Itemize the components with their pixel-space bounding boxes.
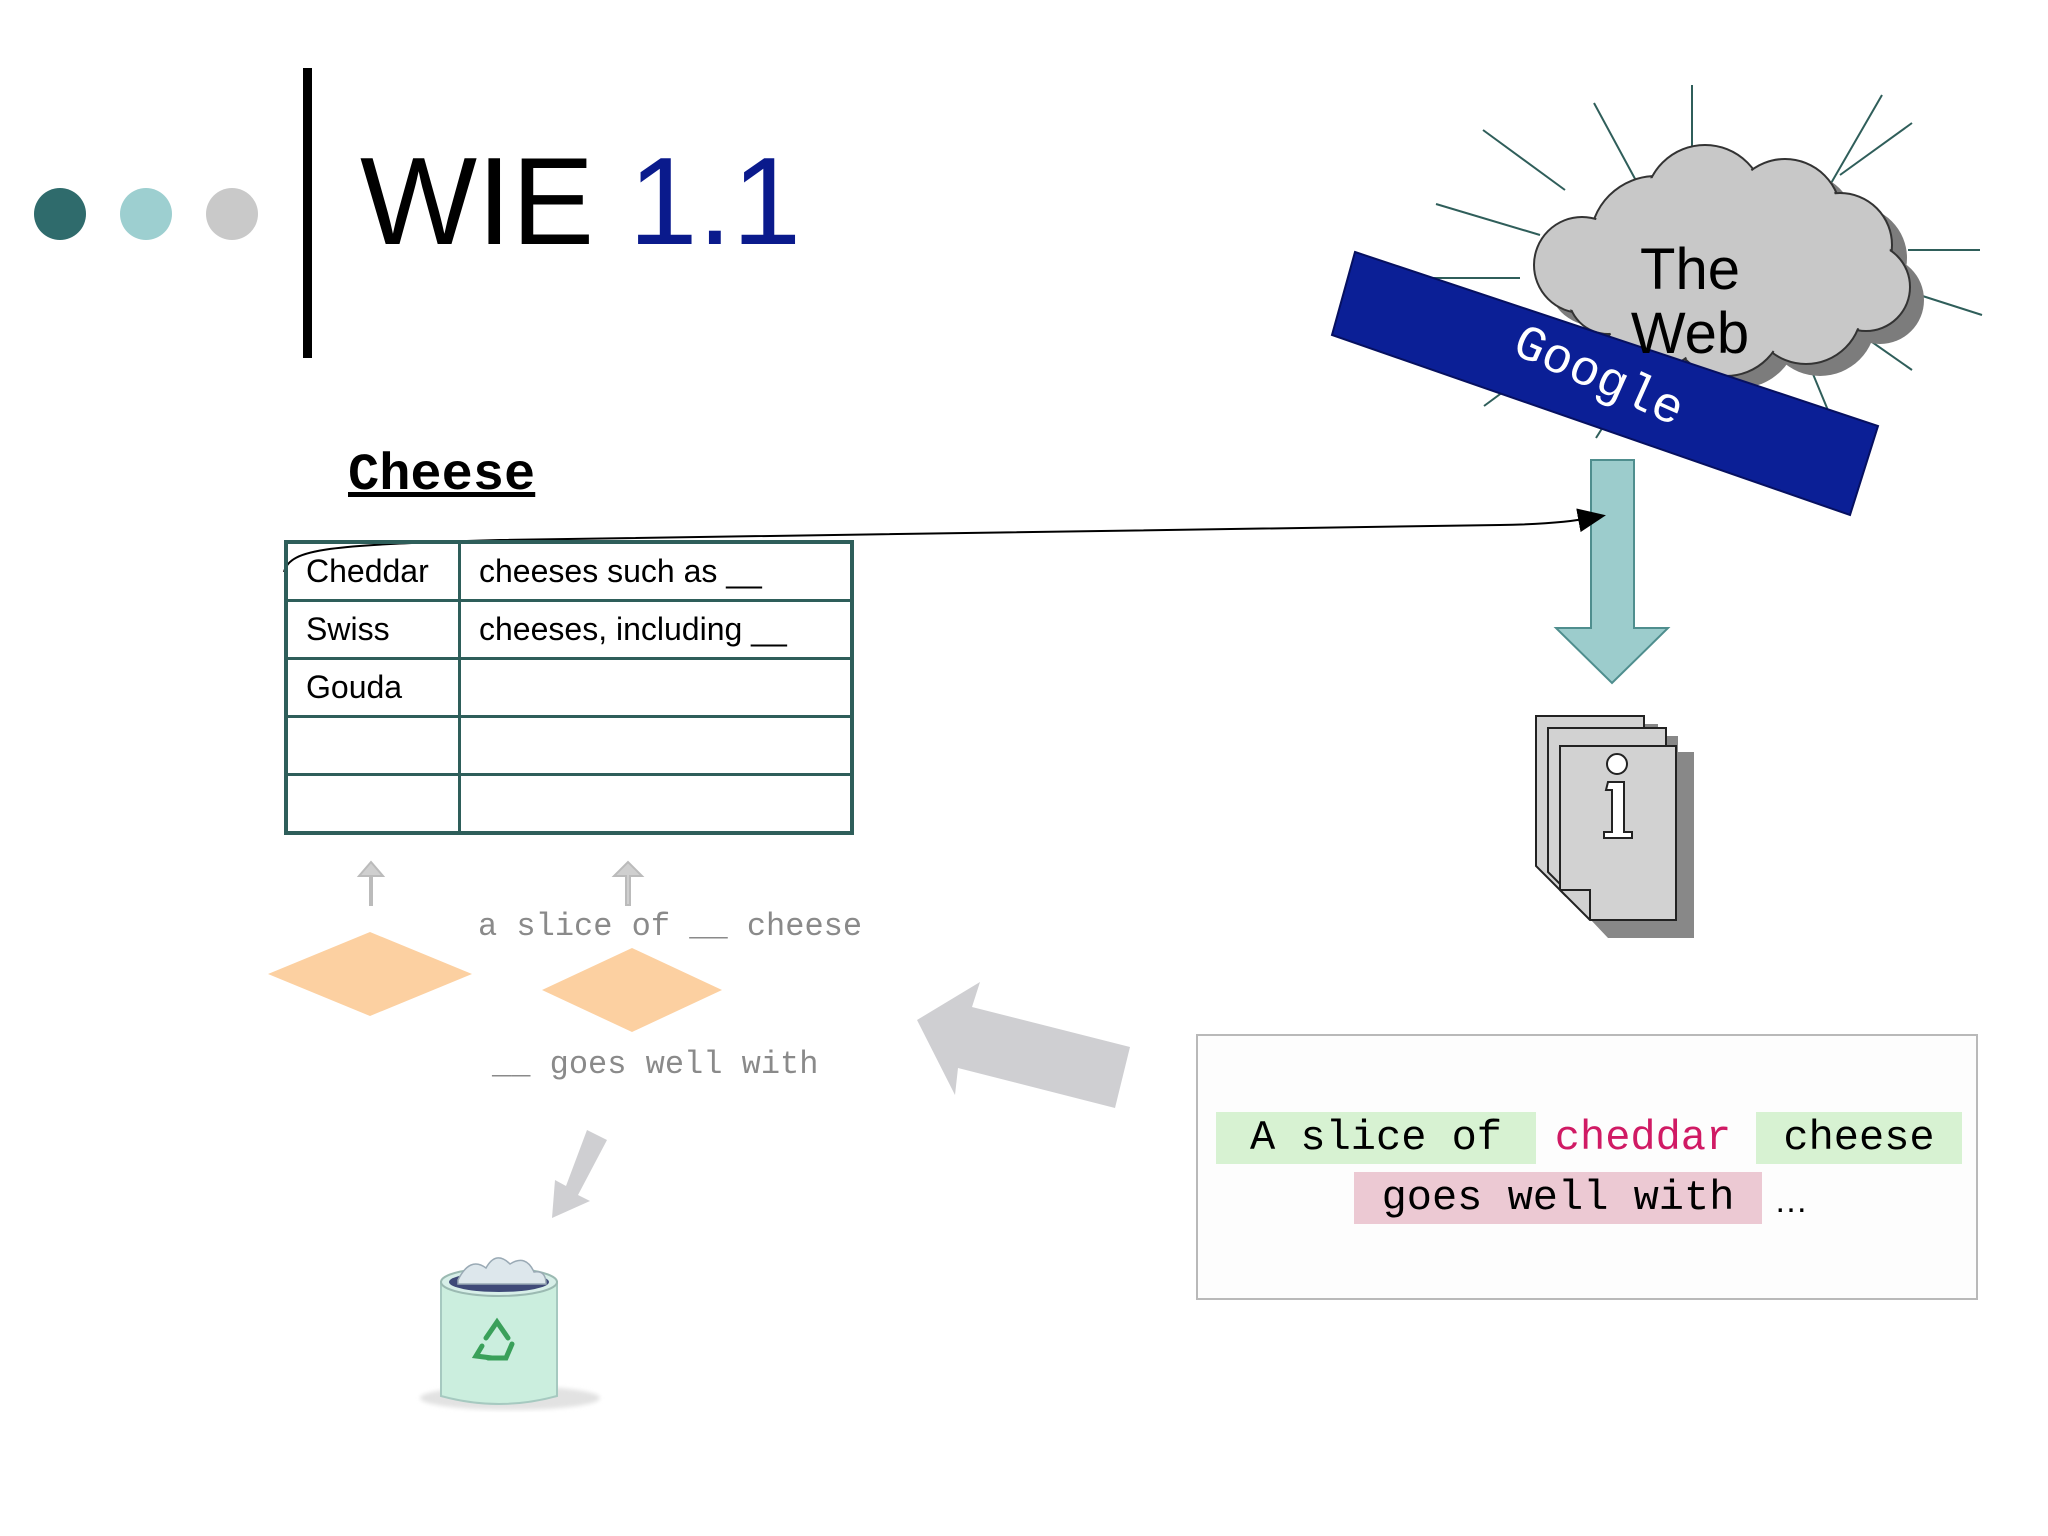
snippet-instance: cheddar bbox=[1554, 1114, 1732, 1162]
up-arrow-right bbox=[611, 860, 645, 906]
discard-arrow bbox=[552, 1130, 607, 1218]
instance-cell bbox=[284, 715, 461, 776]
snippet-part-4: goes well with bbox=[1354, 1172, 1762, 1224]
title-divider bbox=[303, 68, 312, 358]
pattern-rejected: __ goes well with bbox=[492, 1046, 819, 1083]
table-row bbox=[284, 773, 854, 835]
instance-cell: Swiss bbox=[284, 599, 461, 660]
table-row bbox=[284, 715, 854, 776]
pattern-cell bbox=[458, 773, 854, 835]
snippet-ellipsis: … bbox=[1774, 1182, 1808, 1220]
instance-cell bbox=[284, 773, 461, 835]
instance-cell: Gouda bbox=[284, 657, 461, 718]
cloud-fill bbox=[1536, 147, 1908, 374]
pattern-cell: cheeses such as __ bbox=[458, 540, 854, 602]
logo-dot-mid bbox=[120, 188, 172, 240]
diamond-right bbox=[542, 948, 722, 1032]
pattern-cell bbox=[458, 657, 854, 718]
diamond-left bbox=[268, 932, 472, 1016]
logo-dot-light bbox=[206, 188, 258, 240]
google-band bbox=[1330, 250, 1880, 517]
title-version: 1.1 bbox=[628, 133, 802, 271]
feedback-arrow bbox=[917, 982, 1130, 1108]
instance-cell: Cheddar bbox=[284, 540, 461, 602]
table-row: Gouda bbox=[284, 657, 854, 718]
logo-dot-dark bbox=[34, 188, 86, 240]
up-arrow-left bbox=[356, 860, 386, 906]
pattern-accepted: a slice of __ cheese bbox=[478, 908, 863, 945]
table-row: Swiss cheeses, including __ bbox=[284, 599, 854, 660]
table-row: Cheddar cheeses such as __ bbox=[284, 540, 854, 602]
table-title: Cheese bbox=[348, 446, 536, 505]
slide-title: WIE 1.1 bbox=[360, 140, 801, 264]
snippet-part-3: cheese bbox=[1756, 1112, 1962, 1164]
title-prefix: WIE bbox=[360, 133, 595, 271]
search-arrow bbox=[1553, 459, 1671, 685]
cloud-line-2: Web bbox=[1630, 301, 1750, 366]
cheese-table: Cheddar cheeses such as __ Swiss cheeses… bbox=[284, 540, 854, 835]
cloud-line-1: The bbox=[1640, 237, 1740, 302]
pattern-cell: cheeses, including __ bbox=[458, 599, 854, 660]
pattern-cell bbox=[458, 715, 854, 776]
snippet-part-1: A slice of bbox=[1216, 1112, 1536, 1164]
info-documents-icon bbox=[1535, 715, 1694, 938]
recycle-bin-icon bbox=[420, 1257, 600, 1410]
snippet-box: A slice of cheddar cheese goes well with… bbox=[1196, 1034, 1978, 1300]
web-cloud-label: The Web bbox=[1590, 238, 1790, 366]
